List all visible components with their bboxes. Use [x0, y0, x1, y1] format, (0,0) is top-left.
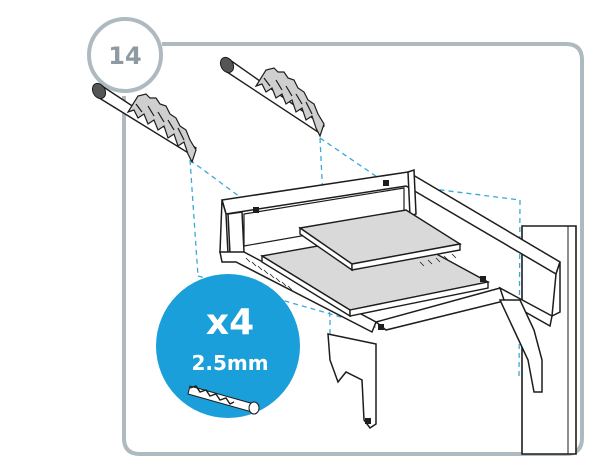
drill-bit-left: [91, 82, 198, 164]
step-frame: [122, 42, 584, 456]
quantity-label: x4: [206, 302, 254, 343]
drill-bit-icon: [187, 385, 260, 415]
drill-bit-right: [219, 56, 326, 138]
wall-panel: [521, 225, 577, 455]
shelves: [260, 209, 491, 318]
drill-size-label: 2.5mm: [191, 351, 268, 375]
drawer-frame: [219, 168, 561, 334]
bracket-screw: [365, 418, 371, 424]
step-number: 14: [108, 42, 141, 70]
frame-brackets: [327, 299, 543, 430]
screw-holes: [253, 180, 486, 330]
tool-requirement-badge: x4 2.5mm: [156, 274, 300, 418]
step-number-badge: 14: [87, 17, 163, 93]
runner-slats: [245, 253, 457, 291]
